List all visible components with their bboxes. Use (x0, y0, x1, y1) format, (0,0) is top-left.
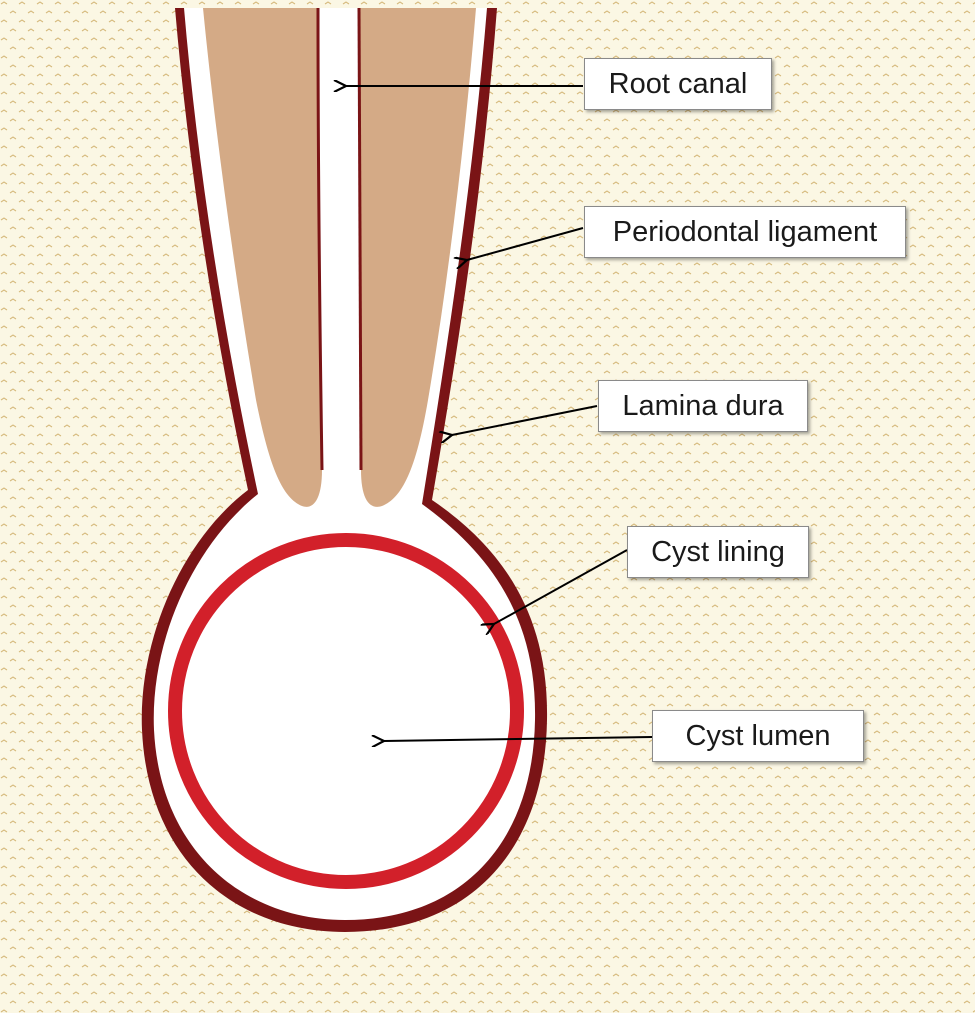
root-canal-label-text: Root canal (608, 67, 748, 100)
cyst-lining-ring (168, 533, 524, 889)
lamina-dura-label: Lamina dura (598, 380, 808, 432)
root-canal-wall-left (316, 7, 324, 471)
periodontal-ligament-leader (467, 227, 584, 260)
root-canal-wall-right (357, 7, 363, 471)
periodontal-ligament-label-text: Periodontal ligament (612, 215, 878, 248)
lamina-dura-label-text: Lamina dura (622, 389, 784, 422)
cyst-lining-label: Cyst lining (627, 526, 809, 578)
root-dentin-left (203, 8, 322, 507)
lamina-dura-leader (452, 405, 598, 435)
root-dentin-right (359, 8, 476, 507)
periodontal-ligament-label: Periodontal ligament (584, 206, 906, 258)
cyst-lining-label-text: Cyst lining (651, 535, 785, 568)
root-canal-label: Root canal (584, 58, 772, 110)
cyst-lining-leader (494, 549, 628, 624)
cyst-lumen-leader (384, 737, 653, 741)
cyst-lumen-label: Cyst lumen (652, 710, 864, 762)
cyst-lumen-label-text: Cyst lumen (685, 719, 831, 752)
